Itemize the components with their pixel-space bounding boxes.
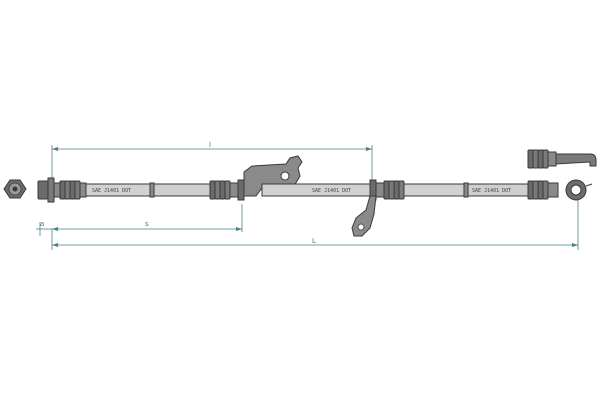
- dimension-offset-label: a: [40, 220, 44, 228]
- dimension-total-label: L: [312, 237, 316, 245]
- hose-marking-1: SAE J1401 DOT: [92, 188, 131, 194]
- dimension-upper-label: l: [209, 141, 211, 149]
- dimension-short: s: [52, 204, 243, 232]
- left-fitting: [37, 177, 87, 203]
- mounting-bracket-2: [351, 195, 377, 237]
- fitting-end-view: [3, 179, 27, 199]
- middle-crimp-2: [369, 179, 405, 201]
- fitting-top-view: [527, 149, 597, 169]
- dimension-offset: a: [36, 220, 52, 236]
- hose-marking-3: SAE J1401 DOT: [472, 188, 511, 194]
- hose-segment-3: SAE J1401 DOT: [261, 183, 371, 197]
- hose-segment-2: [153, 183, 211, 197]
- middle-crimp-1: [209, 179, 245, 201]
- hose-segment-1: SAE J1401 DOT: [85, 183, 151, 197]
- right-fitting: [527, 179, 593, 201]
- dimension-total: L: [51, 194, 579, 250]
- hose-segment-4: SAE J1401 DOT: [403, 182, 529, 198]
- dimension-short-label: s: [145, 220, 149, 228]
- hose-marking-2: SAE J1401 DOT: [312, 188, 351, 194]
